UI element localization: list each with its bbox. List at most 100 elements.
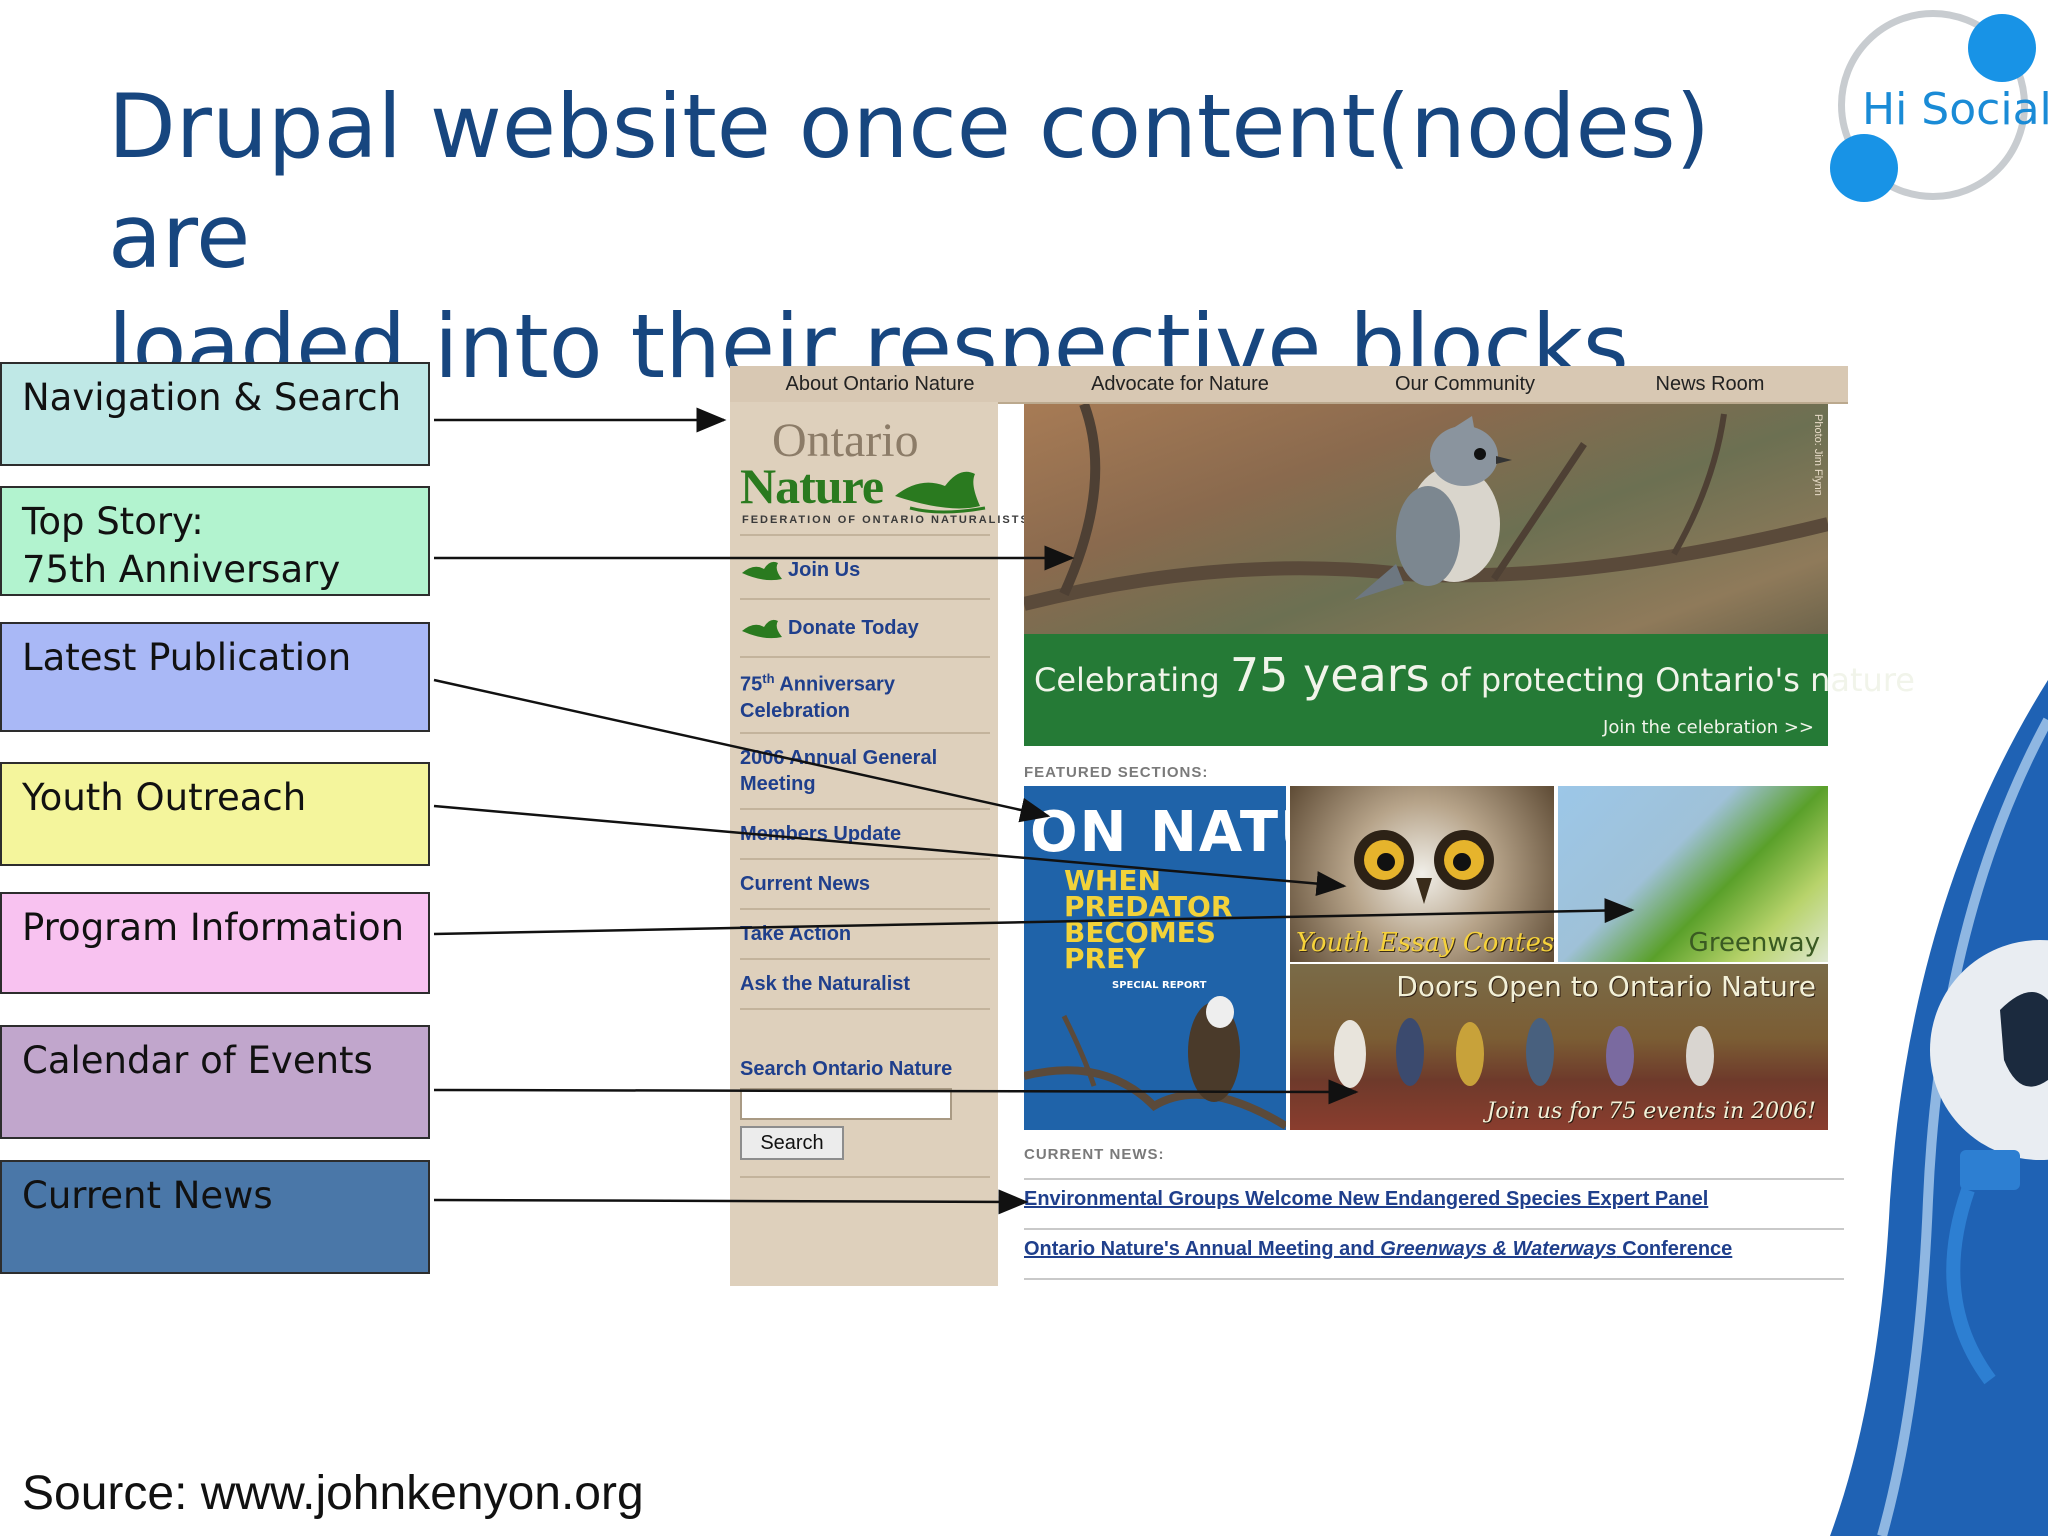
sidebar-menu: Join Us Donate Today 75th Anniversary Ce… <box>740 542 990 1010</box>
arrow-news <box>433 1189 1029 1215</box>
label-text: Top Story: <box>22 500 204 543</box>
label-text: Calendar of Events <box>22 1039 373 1082</box>
osprey-icon <box>1024 996 1286 1130</box>
logo-dot-top <box>1968 14 2036 82</box>
anniv-sup: th <box>762 671 775 687</box>
search-input[interactable] <box>740 1088 952 1120</box>
label-top-story: Top Story: 75th Anniversary <box>0 486 430 596</box>
arrow-publication <box>433 678 1051 823</box>
sidebar-item-current-news[interactable]: Current News <box>740 860 990 910</box>
brand-bottom: Nature <box>740 458 884 514</box>
featured-heading: FEATURED SECTIONS: <box>1024 764 1209 781</box>
youth-essay-label: Youth Essay Contest <box>1296 928 1554 958</box>
label-calendar-events: Calendar of Events <box>0 1025 430 1139</box>
news-link-2-b: Greenways & Waterways <box>1380 1238 1617 1260</box>
sidebar-item-label: Ask the Naturalist <box>740 973 911 995</box>
website-screenshot: About Ontario Nature Advocate for Nature… <box>730 366 1915 1286</box>
news-link-2-c: Conference <box>1616 1238 1733 1260</box>
sidebar-item-agm[interactable]: 2006 Annual General Meeting <box>740 734 990 810</box>
anniv-number: 75 <box>740 673 763 696</box>
label-latest-publication: Latest Publication <box>0 622 430 732</box>
loon-logo-icon <box>895 471 986 514</box>
hero-join-link[interactable]: Join the celebration >> <box>1603 717 1814 738</box>
news-link-2-a: Ontario Nature's Annual Meeting and <box>1024 1238 1381 1260</box>
news-link-2[interactable]: Ontario Nature's Annual Meeting and Gree… <box>1024 1238 1732 1261</box>
arrow-program <box>433 898 1635 936</box>
label-text: Current News <box>22 1174 273 1217</box>
headline-line: PREDATOR <box>1064 890 1233 923</box>
magazine-title: ON NATURE <box>1030 800 1286 865</box>
brand-top: Ontario <box>772 414 919 467</box>
globe-decoration <box>1790 680 2048 1536</box>
news-divider <box>1024 1278 1844 1280</box>
logo-dot-bottom <box>1830 134 1898 202</box>
sidebar-item-donate[interactable]: Donate Today <box>740 600 990 658</box>
search-button[interactable]: Search <box>740 1126 844 1160</box>
sidebar-item-label: Current News <box>740 873 871 895</box>
search-label: Search Ontario Nature <box>740 1058 953 1080</box>
owl-icon <box>1354 830 1494 904</box>
label-text: Program Information <box>22 906 405 949</box>
source-caption: Source: www.johnkenyon.org <box>22 1467 644 1520</box>
arrow-youth <box>433 804 1347 897</box>
brand-subtitle: FEDERATION OF ONTARIO NATURALISTS <box>742 514 1030 526</box>
photo-credit: Photo: Jim Flynn <box>1812 414 1824 496</box>
logo-text: Hi Social <box>1862 84 2048 135</box>
hikers-photo <box>1334 1018 1714 1088</box>
logo-ring <box>1838 10 2028 200</box>
greenway-tile[interactable]: Greenway <box>1558 786 1828 962</box>
sidebar-item-ask-naturalist[interactable]: Ask the Naturalist <box>740 960 990 1010</box>
headline-line: WHEN <box>1064 864 1161 897</box>
label-text: 75th Anniversary <box>22 548 341 591</box>
anniv-text: Anniversary <box>774 673 895 696</box>
sidebar-item-label: Join Us <box>788 559 861 581</box>
doors-open-title: Doors Open to Ontario Nature <box>1396 970 1816 1003</box>
doors-open-subtitle: Join us for 75 events in 2006! <box>1486 1099 1816 1124</box>
hi-social-logo: Hi Social <box>1830 0 2048 215</box>
news-divider <box>1024 1178 1844 1180</box>
anniv-text-2: Celebration <box>740 699 851 722</box>
sidebar-item-anniversary[interactable]: 75th Anniversary Celebration <box>740 658 990 734</box>
nav-community[interactable]: Our Community <box>1394 373 1536 395</box>
agm-line1: 2006 Annual General <box>740 747 938 769</box>
agm-line2: Meeting <box>740 773 816 795</box>
magazine-headline: WHEN PREDATOR BECOMES PREY <box>1064 864 1233 975</box>
sidebar-item-label: Donate Today <box>788 617 919 639</box>
greenway-label: Greenway <box>1688 928 1820 958</box>
hero-text-a: Celebrating <box>1034 661 1230 699</box>
top-navigation: About Ontario Nature Advocate for Nature… <box>730 366 1848 404</box>
label-program-information: Program Information <box>0 892 430 994</box>
hero-text-big: 75 years <box>1229 648 1430 702</box>
label-current-news: Current News <box>0 1160 430 1274</box>
sidebar-item-label: Members Update <box>740 823 902 845</box>
sidebar-item-members[interactable]: Members Update <box>740 810 990 860</box>
globe-icon <box>1830 680 2048 1536</box>
sidebar-item-join[interactable]: Join Us <box>740 542 990 600</box>
arrow-calendar <box>433 1079 1359 1105</box>
nav-newsroom[interactable]: News Room <box>1655 373 1765 395</box>
label-youth-outreach: Youth Outreach <box>0 762 430 866</box>
label-text: Navigation & Search <box>22 376 402 419</box>
headline-line: PREY <box>1064 942 1146 975</box>
news-divider <box>1024 1228 1844 1230</box>
ontario-nature-logo[interactable]: Ontario Nature FEDERATION OF ONTARIO NAT… <box>740 414 1028 527</box>
doors-open-tile[interactable]: Doors Open to Ontario Nature Join us for… <box>1290 964 1828 1130</box>
hero-text-b: of protecting Ontario's nature <box>1429 661 1915 699</box>
slide-title-line1: Drupal website once content(nodes) are <box>108 75 1710 288</box>
label-navigation-search: Navigation & Search <box>0 362 430 466</box>
hero-banner[interactable]: Celebrating 75 years of protecting Ontar… <box>1024 634 1915 746</box>
titmouse-photo <box>1024 404 1828 611</box>
hero-headline: Celebrating 75 years of protecting Ontar… <box>1034 648 1915 702</box>
current-news-heading: CURRENT NEWS: <box>1024 1146 1165 1163</box>
label-text: Youth Outreach <box>22 776 307 819</box>
special-report: SPECIAL REPORT <box>1112 980 1207 991</box>
headline-line: BECOMES <box>1064 916 1216 949</box>
news-link-1[interactable]: Environmental Groups Welcome New Endange… <box>1024 1188 1709 1210</box>
hero-image[interactable]: Photo: Jim Flynn <box>1024 404 1828 668</box>
loon-icon <box>742 619 782 639</box>
nav-advocate[interactable]: Advocate for Nature <box>1091 373 1269 395</box>
on-nature-tile[interactable]: ON NATURE WHEN PREDATOR BECOMES PREY SPE… <box>1024 786 1286 1130</box>
loon-icon <box>742 561 782 581</box>
nav-about[interactable]: About Ontario Nature <box>785 373 975 395</box>
